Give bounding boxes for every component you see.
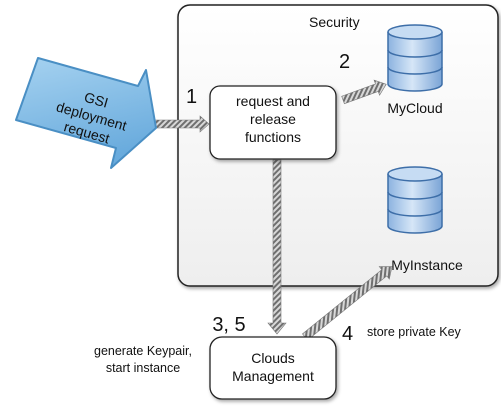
clouds-line-2: Management <box>232 368 314 384</box>
arrow-request-to-clouds <box>267 159 287 335</box>
myinstance-label: MyInstance <box>391 257 463 273</box>
mycloud-label: MyCloud <box>387 100 442 116</box>
gsi-line-1: GSI <box>82 89 110 111</box>
step-2-label: 2 <box>339 51 350 73</box>
gsi-request-arrow: GSI deployment request <box>15 57 157 169</box>
request-line-3: functions <box>245 129 301 145</box>
clouds-line-1: Clouds <box>251 350 295 366</box>
step-4-label: 4 <box>342 323 353 345</box>
myinstance-database-icon <box>387 166 443 234</box>
hatched-arrows <box>151 79 393 341</box>
security-label: Security <box>309 14 360 30</box>
arrow-gsi-to-request <box>151 115 210 133</box>
step-3-5-label: 3, 5 <box>212 314 245 336</box>
request-release-box: request and release functions <box>209 85 337 160</box>
request-line-2: release <box>250 111 296 127</box>
mycloud-database-icon <box>387 24 443 92</box>
arrow-request-to-mycloud <box>341 79 387 105</box>
generate-line-2: start instance <box>106 361 180 375</box>
clouds-management-box: Clouds Management <box>209 336 337 400</box>
store-annotation: store private Key <box>367 325 462 339</box>
arrow-clouds-to-myinstance <box>302 266 393 341</box>
request-line-1: request and <box>236 93 310 109</box>
generate-annotation: generate Keypair, start instance <box>94 344 192 375</box>
generate-line-1: generate Keypair, <box>94 344 192 358</box>
step-1-label: 1 <box>186 86 197 108</box>
